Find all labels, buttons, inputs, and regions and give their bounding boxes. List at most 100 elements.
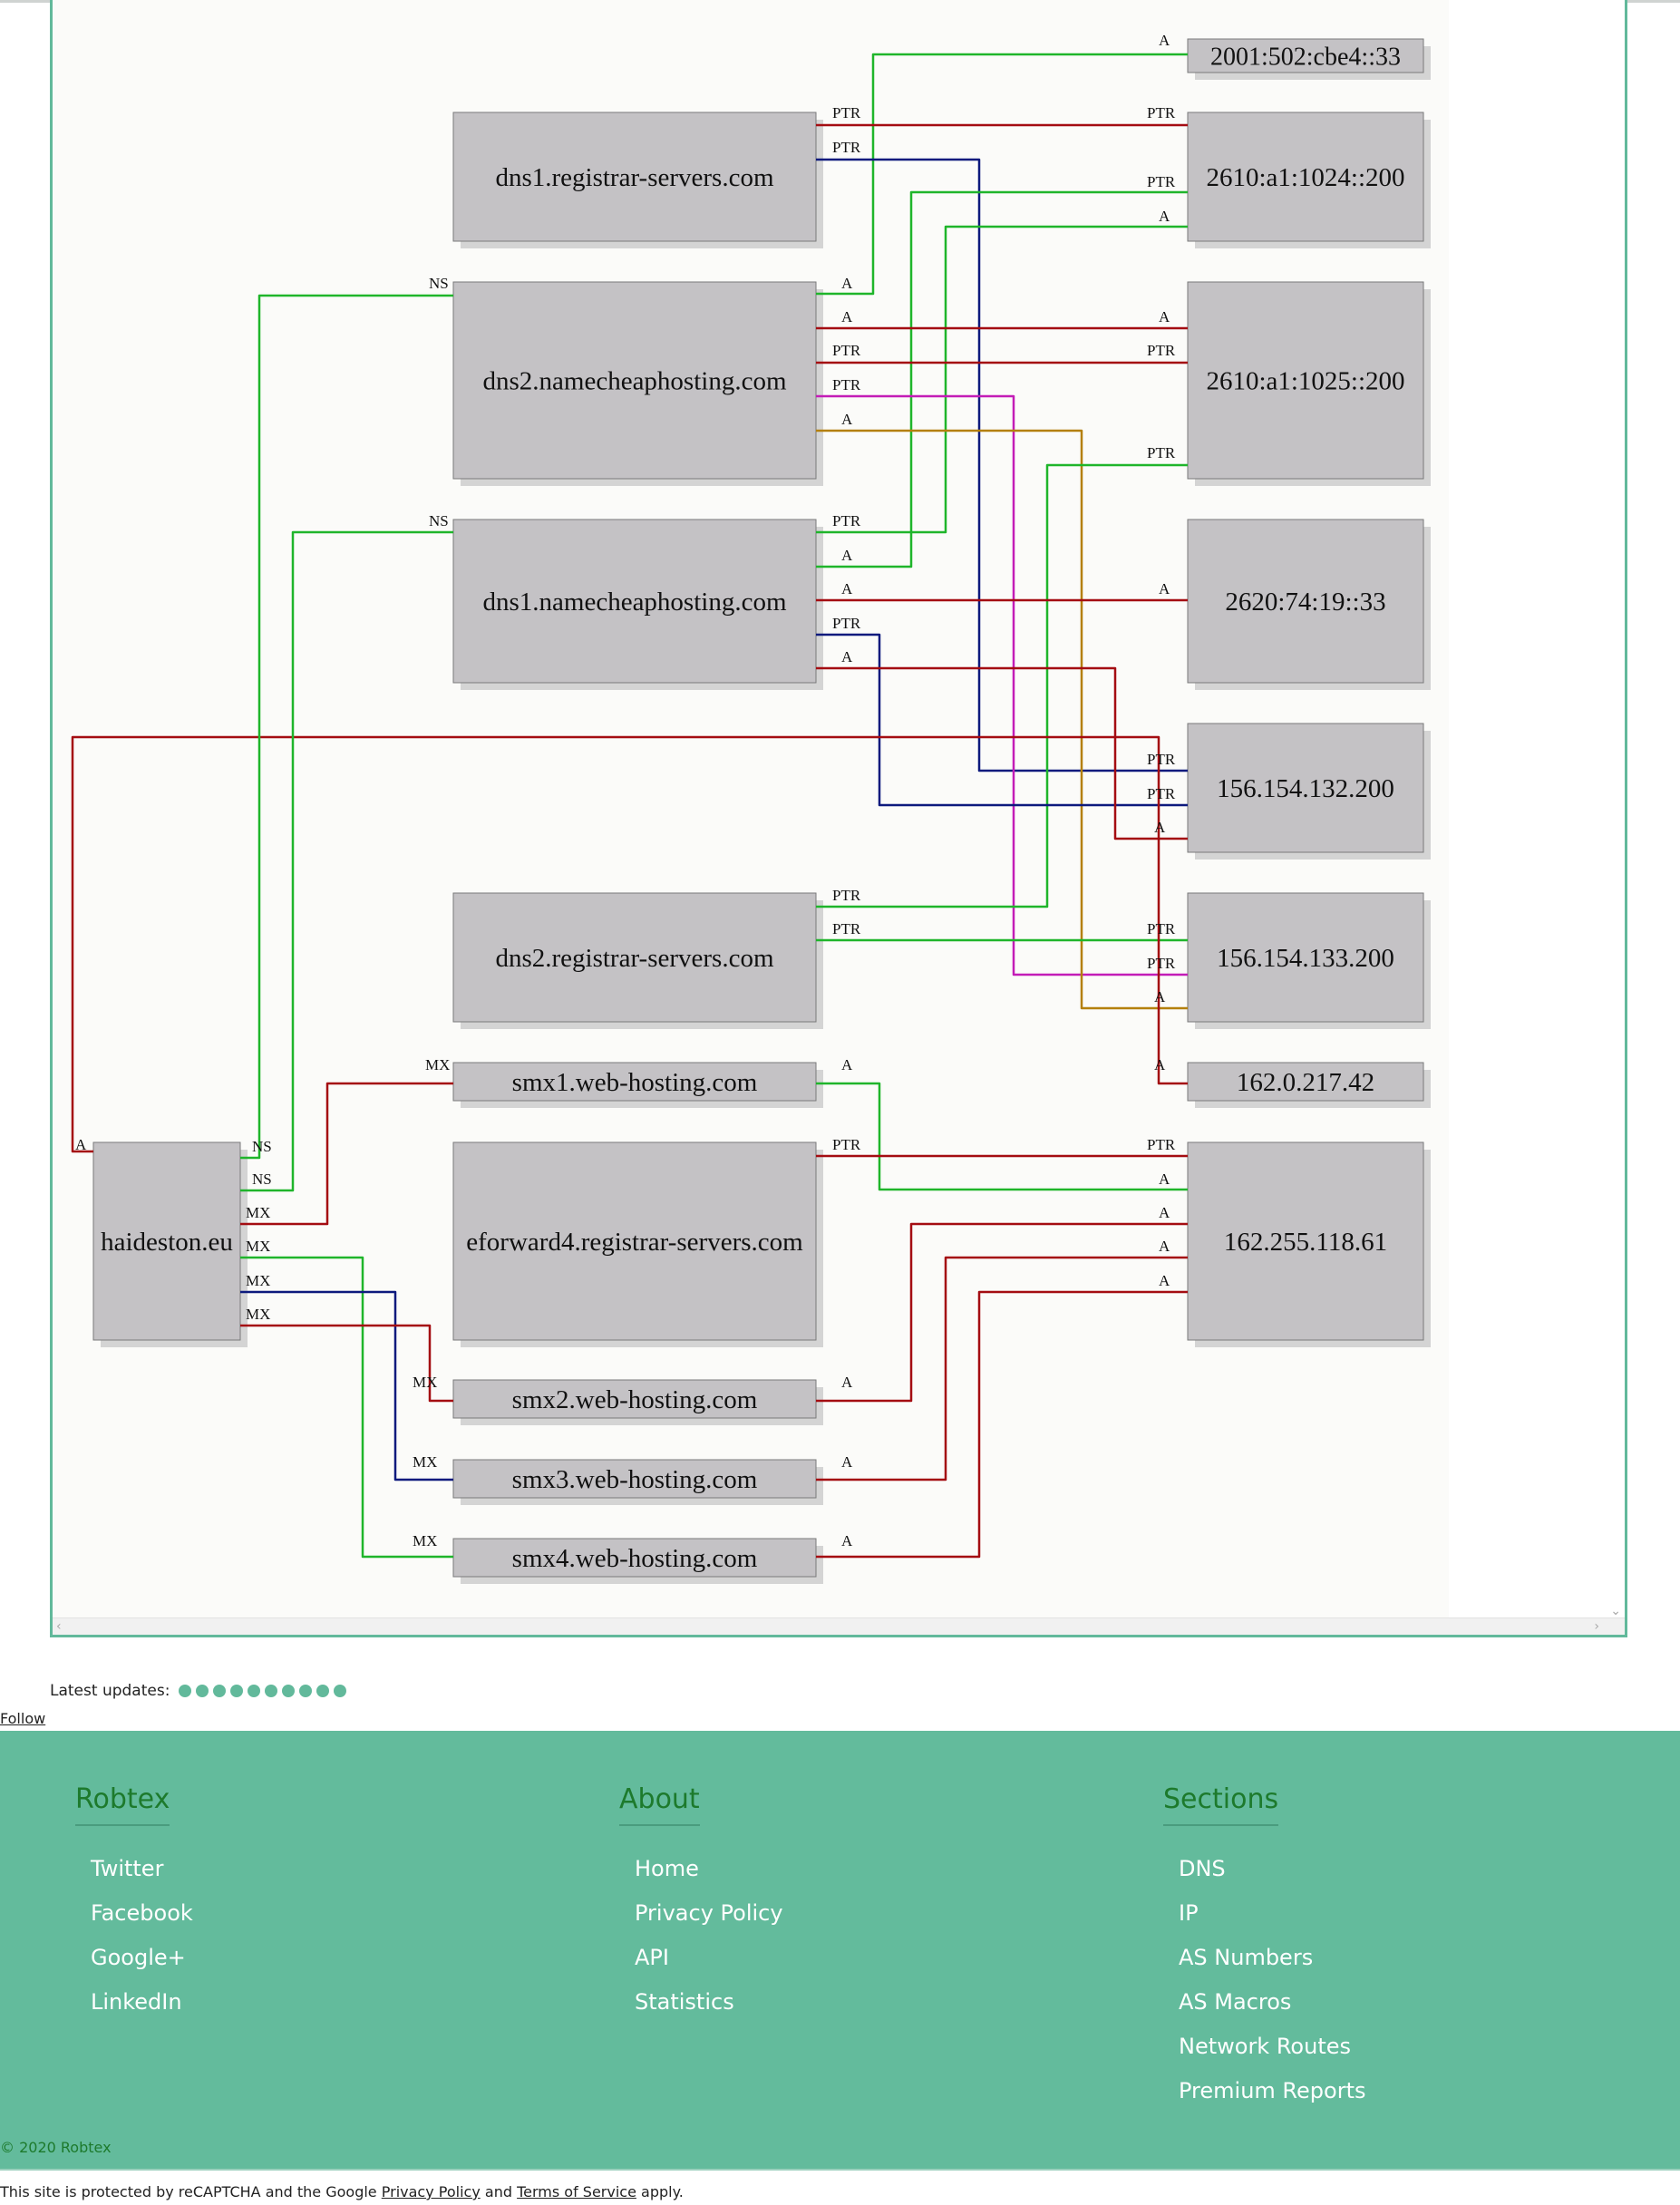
- edge-label-a: A: [1159, 580, 1170, 597]
- recaptcha-notice: This site is protected by reCAPTCHA and …: [0, 2183, 684, 2200]
- edge-label-ns: NS: [429, 512, 449, 529]
- scroll-right-icon[interactable]: ›: [1594, 1619, 1599, 1634]
- scroll-down-icon[interactable]: ⌄: [1610, 1604, 1621, 1618]
- edge-label-ptr: PTR: [1147, 342, 1176, 359]
- edge-label-a: A: [841, 1374, 853, 1391]
- node-box-smx1: [452, 1062, 817, 1102]
- recaptcha-suffix: apply.: [641, 2183, 684, 2200]
- edge-label-ptr: PTR: [1147, 785, 1176, 802]
- update-dot[interactable]: [316, 1685, 330, 1697]
- footer: Robtex Twitter Facebook Google+ LinkedIn…: [0, 1731, 1680, 2169]
- node-box-smx4: [452, 1538, 817, 1578]
- footer-link-google-plus[interactable]: Google+: [91, 1945, 186, 1970]
- edge-label-ptr: PTR: [832, 512, 861, 529]
- edge-navy: [816, 633, 1188, 807]
- footer-link-as-numbers[interactable]: AS Numbers: [1179, 1945, 1314, 1970]
- edge-red: [240, 1082, 453, 1226]
- node-box-dns1-registrar: [452, 112, 817, 242]
- update-dot[interactable]: [230, 1685, 244, 1697]
- recaptcha-and: and: [484, 2183, 512, 2200]
- edge-label-a: A: [1159, 1238, 1170, 1255]
- scroll-left-icon[interactable]: ‹: [56, 1619, 62, 1634]
- copyright: © 2020 Robtex: [0, 2139, 112, 2156]
- node-label-ip-156-133: 156.154.133.200: [1217, 944, 1394, 973]
- node-box-ip-156-133: [1187, 892, 1424, 1023]
- footer-link-privacy-policy[interactable]: Privacy Policy: [635, 1900, 783, 1926]
- footer-divider: [0, 2169, 1680, 2171]
- edge-label-a: A: [841, 411, 853, 428]
- node-box-ip-162-255: [1187, 1141, 1424, 1341]
- footer-link-api[interactable]: API: [635, 1945, 669, 1970]
- node-box-ip-162-0: [1187, 1062, 1424, 1102]
- edge-label-a: A: [1159, 308, 1170, 325]
- update-dot[interactable]: [265, 1685, 278, 1697]
- edge-label-a: A: [841, 580, 853, 597]
- node-label-ip-156-132: 156.154.132.200: [1217, 774, 1394, 803]
- node-box-ip-2001: [1187, 38, 1424, 73]
- footer-heading-about: About: [619, 1783, 700, 1826]
- edge-label-ns: NS: [429, 275, 449, 292]
- edge-label-a: A: [1159, 1272, 1170, 1289]
- update-dot[interactable]: [334, 1685, 347, 1697]
- node-label-ip-2620: 2620:74:19::33: [1225, 588, 1385, 617]
- update-dot[interactable]: [248, 1685, 261, 1697]
- edge-label-a: A: [1159, 1170, 1170, 1188]
- edge-label-mx: MX: [413, 1532, 437, 1549]
- footer-link-home[interactable]: Home: [635, 1856, 699, 1881]
- horizontal-scrollbar[interactable]: ‹ ›: [53, 1617, 1625, 1635]
- footer-link-as-macros[interactable]: AS Macros: [1179, 1989, 1292, 2015]
- footer-link-twitter[interactable]: Twitter: [91, 1856, 164, 1881]
- edge-red: [71, 735, 1188, 1153]
- edge-label-ptr: PTR: [832, 1136, 861, 1153]
- update-dot[interactable]: [179, 1685, 192, 1697]
- footer-link-facebook[interactable]: Facebook: [91, 1900, 193, 1926]
- node-label-smx1: smx1.web-hosting.com: [512, 1068, 758, 1097]
- footer-link-linkedin[interactable]: LinkedIn: [91, 1989, 182, 2015]
- update-dots[interactable]: [179, 1685, 351, 1697]
- latest-updates: Latest updates:: [50, 1682, 351, 1700]
- edge-label-mx: MX: [425, 1056, 450, 1073]
- edge-label-mx: MX: [246, 1238, 270, 1255]
- node-label-haideston: haideston.eu: [101, 1228, 233, 1257]
- node-box-dns1-namecheap: [452, 519, 817, 684]
- dns-graph[interactable]: 2001:502:cbe4::33dns1.registrar-servers.…: [53, 0, 1625, 1621]
- edge-label-ptr: PTR: [1147, 173, 1176, 190]
- edge-green: [240, 294, 453, 1160]
- edge-label-ptr: PTR: [832, 104, 861, 121]
- footer-link-dns[interactable]: DNS: [1179, 1856, 1226, 1881]
- node-box-haideston: [92, 1141, 241, 1341]
- update-dot[interactable]: [213, 1685, 227, 1697]
- footer-column-about: About Home Privacy Policy API Statistics: [619, 1783, 783, 2035]
- node-label-ip-162-0: 162.0.217.42: [1237, 1068, 1374, 1097]
- edge-label-ptr: PTR: [1147, 751, 1176, 768]
- edge-green: [816, 190, 1188, 568]
- edge-magenta: [816, 394, 1188, 976]
- recaptcha-prefix: This site is protected by reCAPTCHA and …: [0, 2183, 377, 2200]
- footer-link-network-routes[interactable]: Network Routes: [1179, 2034, 1352, 2059]
- footer-link-ip[interactable]: IP: [1179, 1900, 1199, 1926]
- edge-red: [816, 1290, 1188, 1559]
- edge-red: [816, 1222, 1188, 1403]
- update-dot[interactable]: [282, 1685, 296, 1697]
- footer-link-statistics[interactable]: Statistics: [635, 1989, 734, 2015]
- node-label-ip-2001: 2001:502:cbe4::33: [1210, 43, 1401, 71]
- edge-label-ptr: PTR: [832, 342, 861, 359]
- node-label-smx3: smx3.web-hosting.com: [512, 1465, 758, 1494]
- edge-label-ptr: PTR: [832, 887, 861, 904]
- node-label-ip-2610-1025: 2610:a1:1025::200: [1206, 367, 1404, 396]
- recaptcha-privacy-link[interactable]: Privacy Policy: [381, 2183, 481, 2200]
- update-dot[interactable]: [196, 1685, 209, 1697]
- edge-red: [816, 666, 1188, 840]
- footer-column-sections: Sections DNS IP AS Numbers AS Macros Net…: [1163, 1783, 1365, 2123]
- edge-orange: [816, 429, 1188, 1010]
- node-label-eforward4: eforward4.registrar-servers.com: [466, 1228, 803, 1257]
- edge-label-ptr: PTR: [832, 376, 861, 393]
- edge-label-ptr: PTR: [1147, 1136, 1176, 1153]
- node-label-ip-2610-1024: 2610:a1:1024::200: [1206, 163, 1404, 192]
- recaptcha-terms-link[interactable]: Terms of Service: [517, 2183, 636, 2200]
- edge-label-a: A: [841, 308, 853, 325]
- footer-link-premium-reports[interactable]: Premium Reports: [1179, 2078, 1366, 2103]
- follow-link[interactable]: Follow: [0, 1710, 46, 1727]
- update-dot[interactable]: [299, 1685, 313, 1697]
